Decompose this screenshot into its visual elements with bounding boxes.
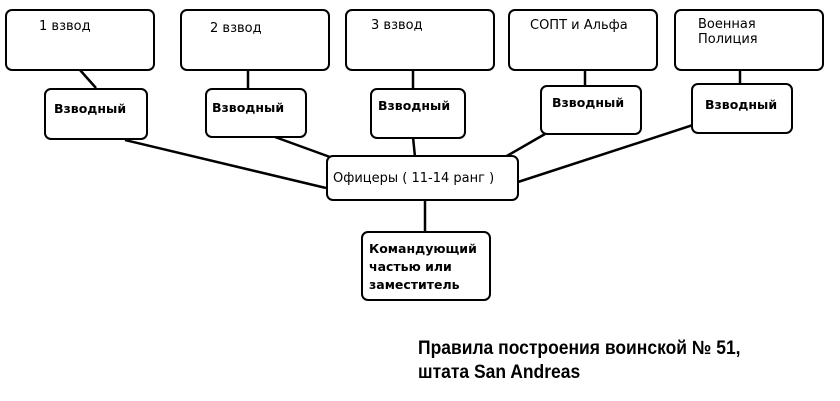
caption-line-1: Правила построения воинской № 51,	[418, 338, 741, 359]
unit-label-2: 2 взвод	[210, 21, 262, 36]
leader-box-1: Взводный	[44, 88, 148, 140]
connector-leader5-officers	[517, 123, 694, 184]
commander-box: Командующий частью или заместитель	[361, 231, 491, 301]
unit-box-2: 2 взвод	[180, 9, 330, 71]
leader-box-2: Взводный	[205, 88, 307, 138]
connector-leader1-officers	[124, 138, 327, 190]
leader-label-5: Взводный	[705, 97, 778, 112]
leader-box-3: Взводный	[370, 88, 466, 139]
connector-leader3-officers	[411, 136, 417, 158]
caption-line-2: штата San Andreas	[418, 362, 581, 383]
leader-label-4: Взводный	[552, 95, 625, 110]
connector-unit1-leader	[79, 69, 97, 89]
officers-label: Офицеры ( 11-14 ранг )	[333, 171, 495, 186]
diagram-caption: Правила построения воинской № 51, штата …	[418, 337, 804, 385]
unit-label-4: СОПТ и Альфа	[530, 18, 628, 33]
leader-label-1: Взводный	[54, 101, 127, 116]
leader-box-5: Взводный	[691, 83, 793, 134]
connector-leader4-officers	[504, 132, 546, 159]
unit-box-5: Военная Полиция	[674, 9, 824, 71]
commander-label: Командующий частью или заместитель	[369, 241, 477, 292]
leader-label-2: Взводный	[212, 100, 285, 115]
leader-label-3: Взводный	[378, 98, 451, 113]
unit-box-3: 3 взвод	[345, 9, 495, 71]
officers-box: Офицеры ( 11-14 ранг )	[326, 155, 519, 201]
connector-leader2-officers	[274, 135, 331, 159]
unit-box-1: 1 взвод	[5, 9, 155, 71]
leader-box-4: Взводный	[540, 85, 642, 135]
unit-box-4: СОПТ и Альфа	[508, 9, 658, 71]
unit-label-3: 3 взвод	[371, 18, 423, 33]
unit-label-1: 1 взвод	[39, 19, 91, 34]
unit-label-5: Военная Полиция	[698, 17, 758, 47]
